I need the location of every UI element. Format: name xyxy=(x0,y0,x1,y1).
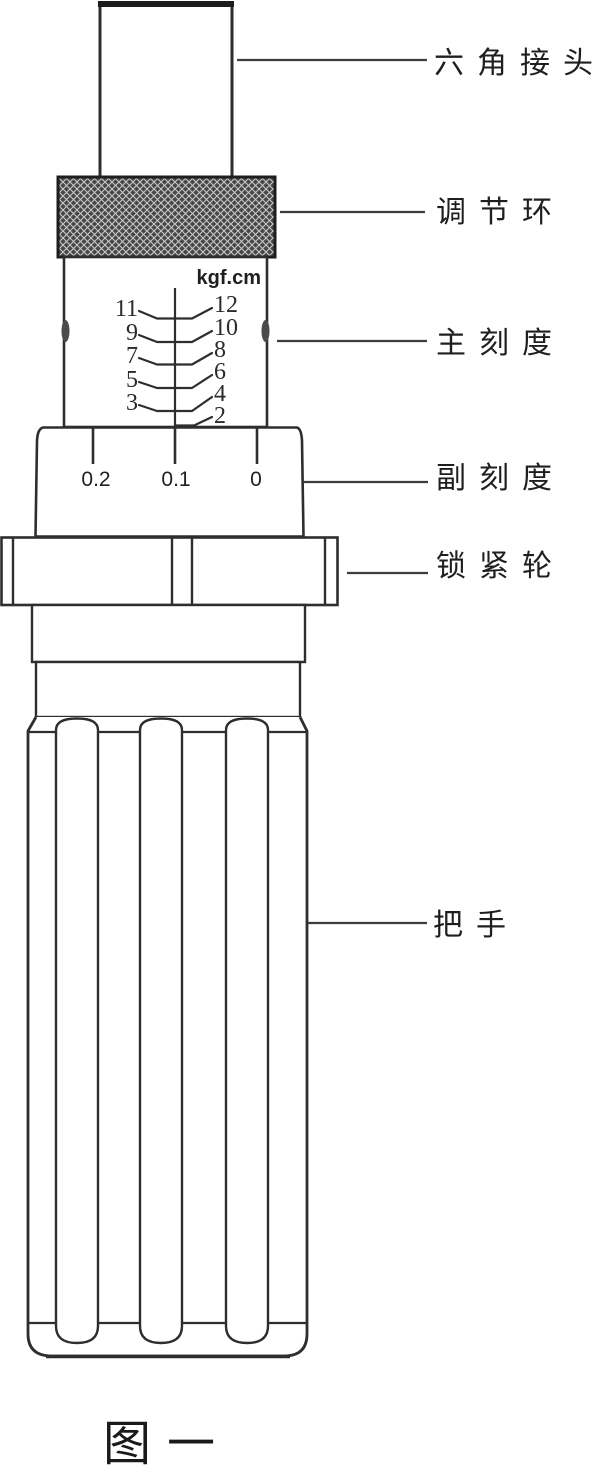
handle-body xyxy=(26,716,309,1359)
callout-leaders xyxy=(237,58,428,925)
main-scale-right-numbers: 12 10 8 6 4 2 xyxy=(214,292,238,429)
neck-section xyxy=(30,603,307,664)
graduation-leaders xyxy=(137,306,214,427)
right-side-hole xyxy=(261,320,270,342)
scale-unit: kgf.cm xyxy=(197,267,261,289)
label-handle: 把手 xyxy=(433,909,519,942)
svg-text:9: 9 xyxy=(126,320,138,346)
handle-flutes xyxy=(54,717,270,1345)
label-sub-scale: 副刻度 xyxy=(436,462,565,495)
sub-scale-tick-marks xyxy=(91,428,259,464)
adjust-ring xyxy=(56,175,277,259)
label-main-scale: 主刻度 xyxy=(436,327,565,360)
label-lock-wheel: 锁紧轮 xyxy=(436,550,565,583)
svg-text:2: 2 xyxy=(214,403,226,429)
main-scale-cylinder: kgf.cm 11 9 7 5 3 12 10 xyxy=(61,255,270,429)
svg-text:8: 8 xyxy=(214,337,226,363)
label-hex-connector: 六角接头 xyxy=(434,47,606,80)
figure-caption: 图一 xyxy=(103,1418,231,1470)
svg-text:12: 12 xyxy=(214,292,238,318)
svg-text:3: 3 xyxy=(126,390,138,416)
main-scale-left-numbers: 11 9 7 5 3 xyxy=(115,296,138,416)
svg-text:4: 4 xyxy=(214,381,226,407)
svg-text:0.2: 0.2 xyxy=(81,468,110,491)
callout-labels: 六角接头 调节环 主刻度 副刻度 锁紧轮 把手 xyxy=(433,47,606,942)
svg-text:0.1: 0.1 xyxy=(161,468,190,491)
sub-scale-tick-labels: 0.2 0.1 0 xyxy=(81,468,261,491)
svg-text:6: 6 xyxy=(214,359,226,385)
svg-text:11: 11 xyxy=(115,296,138,322)
svg-text:0: 0 xyxy=(250,468,262,491)
sub-scale-drum: 0.2 0.1 0 xyxy=(34,426,305,538)
svg-text:10: 10 xyxy=(214,315,238,341)
hex-connector-shaft xyxy=(98,1,234,180)
left-side-hole xyxy=(61,320,70,342)
lock-wheel xyxy=(0,536,339,607)
label-adjust-ring: 调节环 xyxy=(436,196,565,229)
collar-section xyxy=(34,660,302,719)
svg-text:7: 7 xyxy=(126,343,138,369)
svg-text:5: 5 xyxy=(126,367,138,393)
